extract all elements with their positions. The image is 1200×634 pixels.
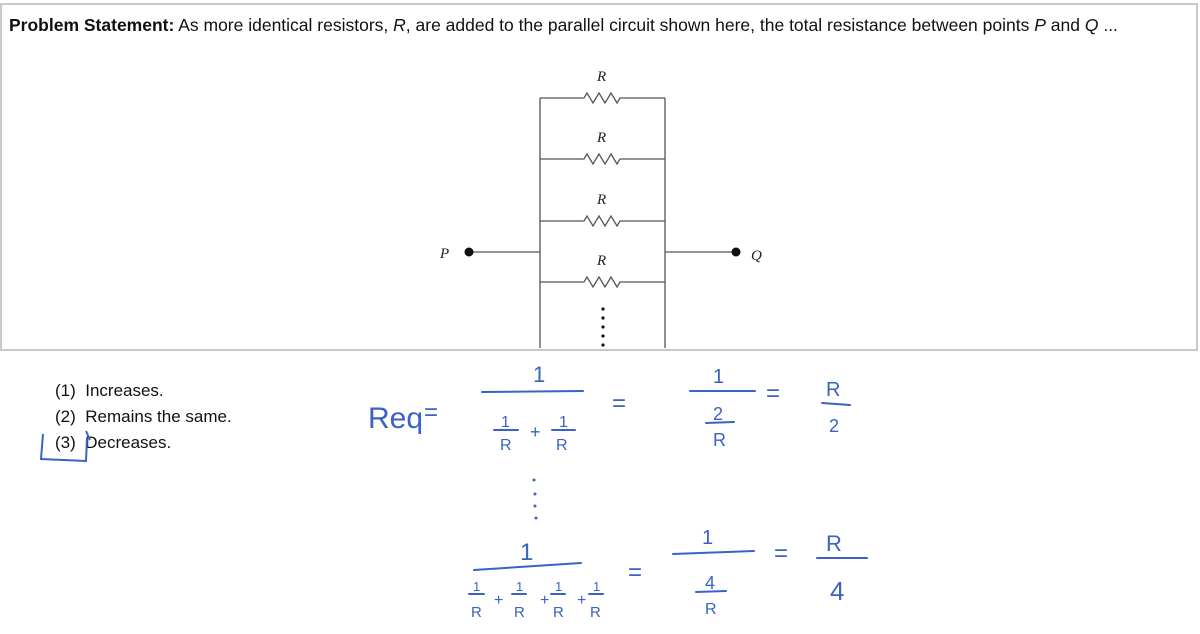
denominator: R [500, 437, 512, 454]
numerator: R [826, 531, 842, 556]
numerator: 1 [559, 414, 568, 431]
resistor-label: R [596, 130, 606, 146]
equals-sign: = [766, 380, 780, 407]
option-3[interactable]: (3) Decreases. [55, 433, 171, 453]
problem-statement: Problem Statement: As more identical res… [9, 12, 1159, 39]
denominator: R [705, 601, 717, 618]
numerator: 1 [533, 362, 545, 387]
statement-text: As more identical resistors, [174, 15, 394, 35]
option-number: (1) [55, 381, 76, 400]
numerator: 1 [501, 414, 510, 431]
var-p: P [1034, 15, 1046, 35]
option-text: Increases. [85, 381, 164, 400]
denominator: R [590, 604, 601, 621]
label-q: Q [751, 248, 762, 264]
denominator: R [556, 437, 568, 454]
equals-sign: = [628, 559, 642, 586]
numerator: 1 [593, 579, 600, 594]
option-number: (3) [55, 433, 76, 452]
label-p: P [439, 246, 449, 262]
numerator: 1 [713, 366, 724, 388]
statement-text: and [1045, 15, 1085, 35]
option-1[interactable]: (1) Increases. [55, 381, 164, 401]
resistor-branch [540, 214, 665, 228]
equals-sign: = [424, 399, 438, 426]
numerator: 1 [702, 527, 713, 549]
numerator: 2 [713, 404, 723, 424]
denominator: R [553, 604, 564, 621]
statement-text: ... [1098, 15, 1118, 35]
node-q [731, 247, 741, 257]
denominator: 4 [830, 576, 844, 606]
fraction-lines [468, 390, 868, 595]
numerator: 1 [473, 579, 480, 594]
plus-sign: + [530, 422, 541, 442]
option-text: Decreases. [85, 433, 172, 452]
answer-selection-box [39, 430, 91, 463]
resistor-label: R [596, 192, 606, 208]
equals-sign: = [612, 390, 626, 417]
option-2[interactable]: (2) Remains the same. [55, 407, 232, 427]
node-p [464, 247, 474, 257]
numerator: R [826, 379, 840, 401]
resistor-label: R [596, 69, 606, 85]
plus-sign: + [494, 592, 503, 609]
denominator: 2 [829, 416, 839, 436]
var-q: Q [1084, 15, 1099, 35]
numerator: 1 [555, 579, 562, 594]
statement-text: , are added to the parallel circuit show… [405, 15, 1035, 35]
problem-statement-box: Problem Statement: As more identical res… [0, 3, 1198, 351]
equals-sign: = [774, 540, 788, 567]
plus-sign: + [540, 592, 549, 609]
var-r: R [393, 15, 406, 35]
option-number: (2) [55, 407, 76, 426]
vertical-ellipsis [532, 478, 538, 520]
continuation-dots [601, 307, 605, 347]
plus-sign: + [577, 592, 586, 609]
denominator: R [471, 604, 482, 621]
numerator: 4 [705, 573, 715, 593]
problem-label: Problem Statement: [9, 15, 175, 35]
numerator: 1 [520, 539, 533, 566]
resistor-branch [540, 275, 665, 289]
option-text: Remains the same. [85, 407, 232, 426]
numerator: 1 [516, 579, 523, 594]
resistor-branch [540, 152, 665, 166]
denominator: R [514, 604, 525, 621]
resistor-branch [540, 91, 665, 105]
resistor-label: R [596, 253, 606, 269]
denominator: R [713, 430, 726, 450]
req-label: Req [368, 402, 423, 435]
